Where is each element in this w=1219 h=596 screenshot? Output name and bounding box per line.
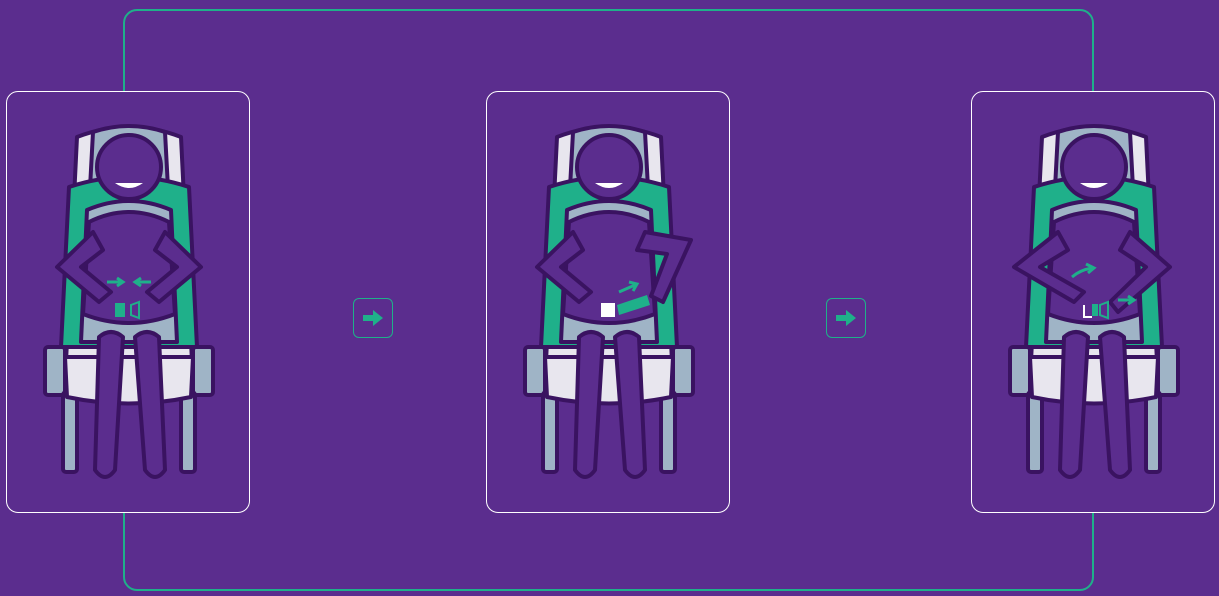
step-2-tighten-panel bbox=[486, 91, 730, 513]
seated-passenger-illustration bbox=[7, 92, 250, 513]
next-arrow-icon bbox=[834, 309, 858, 327]
step-3-release-panel bbox=[971, 91, 1215, 513]
next-arrow-icon bbox=[361, 309, 385, 327]
next-step-arrow bbox=[826, 298, 866, 338]
seated-passenger-illustration bbox=[487, 92, 730, 513]
next-step-arrow bbox=[353, 298, 393, 338]
step-1-fasten-panel bbox=[6, 91, 250, 513]
seated-passenger-illustration bbox=[972, 92, 1215, 513]
